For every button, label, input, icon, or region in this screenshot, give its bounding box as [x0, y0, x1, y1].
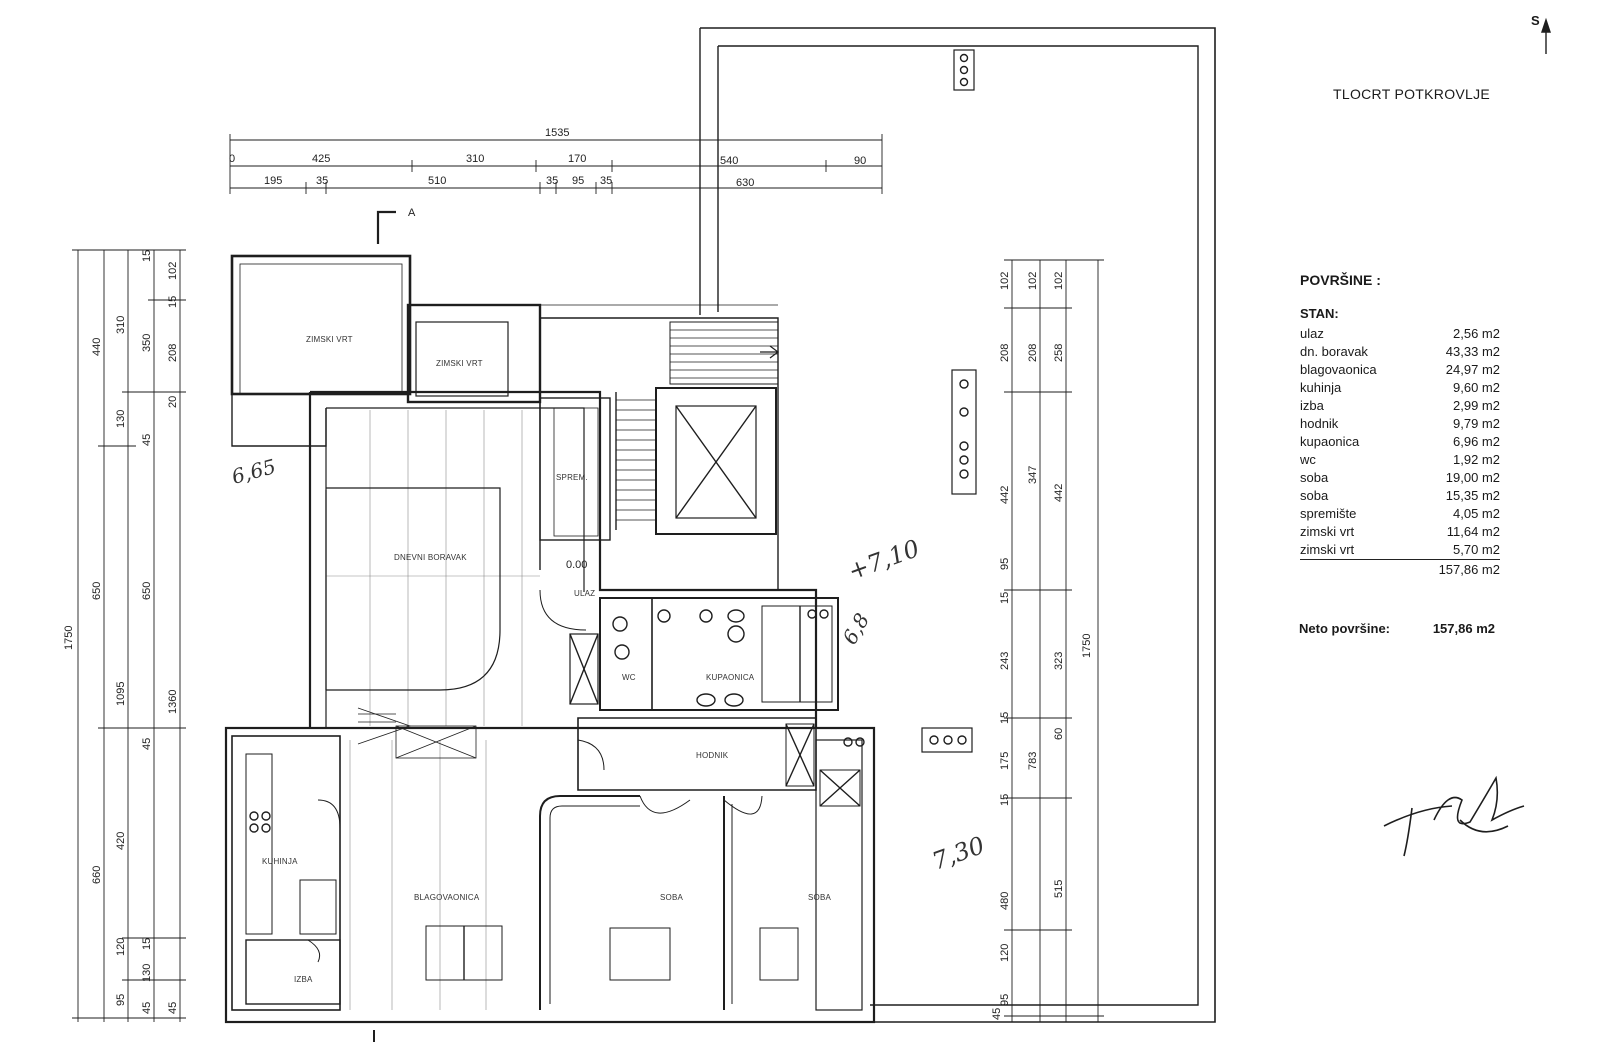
dim-left-total: 1750 [63, 626, 75, 650]
dim-left-c-0: 15 [141, 250, 153, 262]
dim-right-a-5: 243 [999, 652, 1011, 670]
dim-left-c-2: 45 [141, 434, 153, 446]
dim-top-r3-0: 195 [264, 175, 282, 187]
dim-left-d-4: 1360 [167, 690, 179, 714]
room-label-hodnik: HODNIK [696, 751, 729, 760]
dim-right-b-3: 783 [1027, 752, 1039, 770]
dim-left-b-0: 310 [115, 316, 127, 334]
dim-right-a-2: 442 [999, 486, 1011, 504]
handwritten-note-1: +7,10 [844, 534, 923, 585]
dim-left-a-2: 660 [91, 866, 103, 884]
dim-left-a-1: 650 [91, 582, 103, 600]
roof-outline [700, 27, 1216, 1023]
room-label-kuhinja: KUHINJA [262, 857, 298, 866]
dim-top-r3-3: 35 [546, 175, 558, 187]
dim-right-a-0: 102 [999, 272, 1011, 290]
room-label-wc: WC [622, 673, 636, 682]
dim-left-c-1: 350 [141, 334, 153, 352]
room-label-spremiste: SPREM. [556, 473, 588, 482]
room-label-kupaonica: KUPAONICA [706, 673, 755, 682]
dim-right-c-4: 60 [1053, 728, 1065, 740]
dim-right-c-1: 258 [1053, 344, 1065, 362]
dim-right-a-11: 95 [999, 994, 1011, 1006]
dim-left-d-0: 102 [167, 262, 179, 280]
dim-left-c-7: 45 [141, 1002, 153, 1014]
dim-top-r3-4: 95 [572, 175, 584, 187]
dim-right-c-2: 442 [1053, 484, 1065, 502]
dim-right-a-7: 175 [999, 752, 1011, 770]
dim-right-a-3: 95 [999, 558, 1011, 570]
room-label-dnevni-boravak: DNEVNI BORAVAK [394, 553, 467, 562]
dim-right-a-12: 45 [991, 1008, 1003, 1020]
winter-garden-1 [230, 254, 412, 396]
dim-right-c-5: 515 [1053, 880, 1065, 898]
dim-right-c-3: 323 [1053, 652, 1065, 670]
room-label-soba-1: SOBA [660, 893, 683, 902]
winter-garden-2 [406, 303, 542, 404]
dim-left-d-2: 208 [167, 344, 179, 362]
room-label-zimski-vrt-1: ZIMSKI VRT [306, 335, 353, 344]
section-mark: A [408, 207, 416, 219]
roof-outline-inner [718, 45, 1199, 1006]
dim-top-r2-5: 90 [854, 155, 866, 167]
dim-left-b-1: 130 [115, 410, 127, 428]
dim-left-d-5: 45 [167, 1002, 179, 1014]
dim-left-c-6: 130 [141, 964, 153, 982]
dim-right-b-1: 208 [1027, 344, 1039, 362]
dim-top-r3-1: 35 [316, 175, 328, 187]
dim-right-a-9: 480 [999, 892, 1011, 910]
dim-left-d-1: 15 [167, 296, 179, 308]
dim-left-d-3: 20 [167, 396, 179, 408]
dim-top-r2-1: 425 [312, 153, 330, 165]
dim-left-b-3: 420 [115, 832, 127, 850]
dim-right-a-8: 15 [999, 794, 1011, 806]
dim-top-r2-4: 540 [720, 155, 738, 167]
dim-left-b-5: 95 [115, 994, 127, 1006]
dim-top-r3-2: 510 [428, 175, 446, 187]
dim-right-b-0: 102 [1027, 272, 1039, 290]
room-label-zimski-vrt-2: ZIMSKI VRT [436, 359, 483, 368]
dim-left-c-5: 15 [141, 938, 153, 950]
room-label-ulaz: ULAZ [574, 589, 595, 598]
apartment-upper-wall [310, 390, 818, 728]
dim-top-total: 1535 [545, 127, 569, 139]
dim-left-c-4: 45 [141, 738, 153, 750]
elevator-shaft [675, 405, 757, 519]
dim-right-total: 1750 [1081, 634, 1093, 658]
apartment-lower-wall [224, 726, 876, 1024]
dim-right-c-0: 102 [1053, 272, 1065, 290]
dim-left-b-2: 1095 [115, 682, 127, 706]
level-mark: 0.00 [566, 559, 587, 571]
dim-top-r3-5: 35 [600, 175, 612, 187]
room-label-soba-2: SOBA [808, 893, 831, 902]
dim-top-r2-3: 170 [568, 153, 586, 165]
dim-top-r3-6: 630 [736, 177, 754, 189]
dim-left-a-0: 440 [91, 338, 103, 356]
dim-right-a-1: 208 [999, 344, 1011, 362]
handwritten-note-2: 6,8 [838, 609, 875, 649]
handwritten-note-3: 7,30 [928, 831, 988, 876]
dim-left-b-4: 120 [115, 938, 127, 956]
dim-top-r2-0: 0 [229, 153, 235, 165]
dim-right-a-6: 15 [999, 712, 1011, 724]
handwritten-note-4: 6,65 [229, 454, 278, 489]
room-label-izba: IZBA [294, 975, 313, 984]
dim-left-c-3: 650 [141, 582, 153, 600]
dim-top-r2-2: 310 [466, 153, 484, 165]
dim-right-b-2: 347 [1027, 466, 1039, 484]
dim-right-a-4: 15 [999, 592, 1011, 604]
room-label-blagovaonica: BLAGOVAONICA [414, 893, 480, 902]
dim-right-a-10: 120 [999, 944, 1011, 962]
